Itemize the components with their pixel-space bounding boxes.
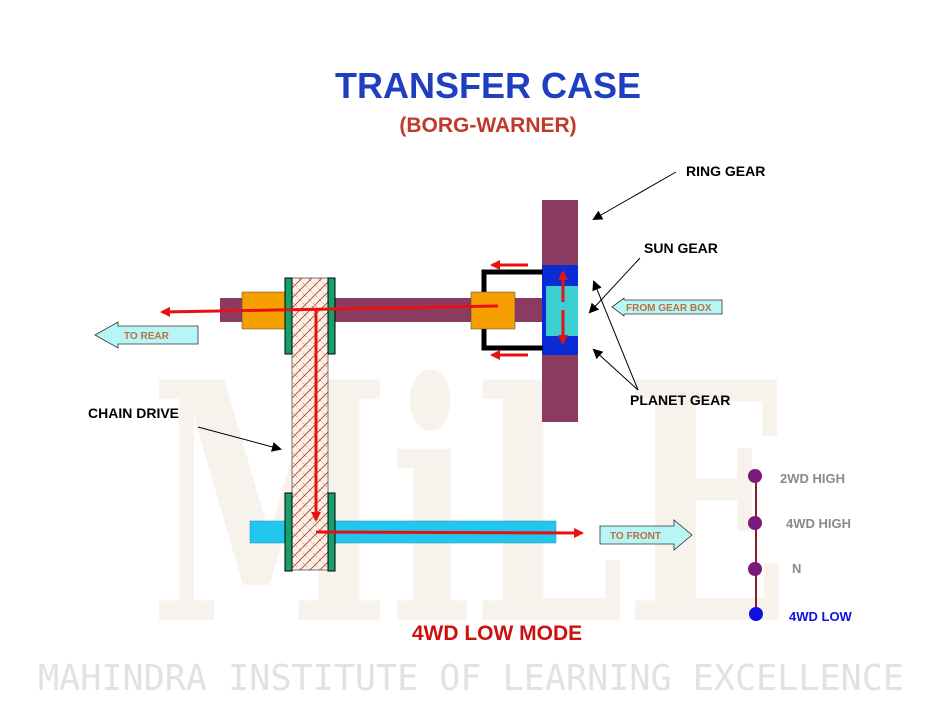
to-rear-arrow: TO REAR: [94, 321, 199, 349]
page-title: TRANSFER CASE: [335, 65, 641, 106]
shift-selector: 2WD HIGH 4WD HIGH N 4WD LOW: [748, 469, 853, 624]
sun-gear-leader: [588, 257, 641, 314]
sun-gear-label: SUN GEAR: [644, 240, 718, 256]
institute-watermark: MAHINDRA INSTITUTE OF LEARNING EXCELLENC…: [38, 658, 904, 699]
shift-label-4wd-high: 4WD HIGH: [786, 516, 851, 531]
power-flow-arrows: [160, 260, 584, 538]
carrier-collar: [470, 291, 516, 330]
chain-drive-leader: [197, 426, 282, 452]
ring-gear-label: RING GEAR: [686, 163, 765, 179]
flow-arrow-to-front: [315, 527, 584, 538]
chain-drive: [291, 277, 329, 571]
planet-gear-label: PLANET GEAR: [630, 392, 730, 408]
planet-gear-leader-bottom: [592, 348, 639, 391]
mode-label: 4WD LOW MODE: [412, 622, 582, 645]
to-front-label: TO FRONT: [610, 531, 661, 542]
mile-logo-text: MiLE: [150, 310, 790, 698]
selector-dot-4wd-high: [748, 516, 762, 530]
page-subtitle: (BORG-WARNER): [399, 114, 576, 137]
to-rear-label: TO REAR: [124, 331, 170, 342]
mile-watermark-logo: MiLE: [150, 310, 790, 698]
selector-dot-n: [748, 562, 762, 576]
chain-drive-label: CHAIN DRIVE: [88, 405, 179, 421]
ring-gear-leader: [592, 171, 677, 220]
upper-sprocket: [284, 277, 336, 355]
shift-label-2wd-high: 2WD HIGH: [780, 471, 845, 486]
shift-label-n: N: [792, 561, 801, 576]
selector-dot-2wd-high: [748, 469, 762, 483]
from-gear-box-arrow: FROM GEAR BOX: [611, 297, 723, 317]
flow-arrow-to-rear: [160, 304, 499, 317]
shift-label-4wd-low: 4WD LOW: [789, 609, 853, 624]
planet-gear-leader-top: [592, 280, 639, 391]
to-front-arrow: TO FRONT: [599, 519, 693, 551]
from-gear-box-label: FROM GEAR BOX: [626, 303, 712, 314]
selector-dot-4wd-low: [749, 607, 763, 621]
